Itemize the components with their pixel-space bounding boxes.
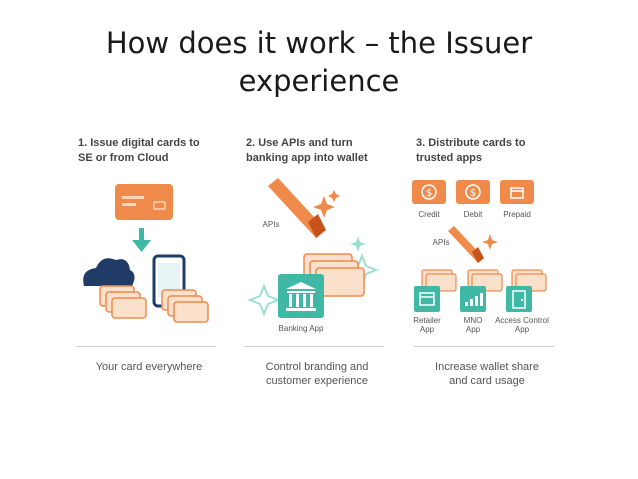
svg-text:$: $ — [426, 188, 432, 199]
card-stack-icon — [161, 289, 209, 323]
door-icon — [506, 286, 532, 312]
heading-line-1: 2. Use APIs and turn — [246, 137, 353, 149]
panel-caption: Control branding and customer experience — [238, 360, 396, 388]
card-type-label-debit: Debit — [463, 210, 483, 219]
distribute-illustration: $ $ — [412, 180, 547, 312]
panel-heading: 2. Use APIs and turn banking app into wa… — [246, 136, 396, 166]
panel-heading: 3. Distribute cards to trusted apps — [416, 136, 566, 166]
panel-divider — [244, 346, 384, 347]
credit-card-icon — [115, 184, 173, 220]
panel-issue-digital-cards: 1. Issue digital cards to SE or from Clo… — [70, 136, 228, 396]
panel-caption: Your card everywhere — [70, 360, 228, 374]
sparkle-icon — [482, 234, 498, 250]
caption-line-2: customer experience — [265, 375, 369, 387]
app-label-retailer: Retailer App — [406, 316, 448, 334]
arrow-down-icon — [132, 228, 151, 252]
sparkle-icon — [350, 236, 366, 252]
panel-distribute-cards: 3. Distribute cards to trusted apps $ $ — [408, 136, 566, 396]
card-stack-icon — [303, 253, 365, 297]
heading-line-1: 3. Distribute cards to — [416, 137, 526, 149]
panel-use-apis: 2. Use APIs and turn banking app into wa… — [238, 136, 396, 396]
slide-title-line-2: experience — [238, 64, 400, 98]
app-label-line-1: Retailer — [413, 316, 441, 325]
caption-line-1: Control branding and — [265, 361, 369, 373]
heading-line-2: trusted apps — [416, 152, 483, 164]
cloud-icon — [83, 258, 135, 286]
apis-label: APIs — [262, 220, 280, 229]
heading-line-2: banking app into wallet — [246, 152, 368, 164]
heading-line-1: 1. Issue digital cards to — [78, 137, 200, 149]
panel-caption: Increase wallet share and card usage — [408, 360, 566, 388]
bank-icon — [278, 274, 324, 318]
app-label-line-1: Access Control — [495, 316, 549, 325]
app-label-access-control: Access Control App — [492, 316, 552, 334]
card-type-label-credit: Credit — [418, 210, 440, 219]
sparkle-icon — [313, 190, 340, 218]
gift-card-icon — [500, 180, 534, 204]
caption-line-2: and card usage — [449, 375, 525, 387]
caption-line-1: Increase wallet share — [435, 361, 539, 373]
apis-label: APIs — [432, 238, 450, 247]
store-icon — [414, 286, 440, 312]
slide-title-line-1: How does it work – the Issuer — [105, 26, 533, 60]
dollar-card-icon: $ — [412, 180, 446, 204]
magic-wand-icon — [268, 178, 326, 238]
svg-text:$: $ — [470, 188, 476, 199]
panel-heading: 1. Issue digital cards to SE or from Clo… — [78, 136, 228, 166]
apis-illustration — [247, 178, 379, 318]
panel-divider — [76, 346, 216, 347]
app-label-line-2: App — [465, 325, 481, 334]
card-stack-icon — [99, 285, 147, 319]
heading-line-2: SE or from Cloud — [78, 152, 169, 164]
issue-illustration — [83, 184, 209, 323]
app-label-line-2: App — [419, 325, 435, 334]
card-type-label-prepaid: Prepaid — [503, 210, 531, 219]
app-label-line-2: App — [514, 325, 530, 334]
app-label-line-1: MNO — [463, 316, 483, 325]
signal-bars-icon — [460, 286, 486, 312]
app-label-mno: MNO App — [452, 316, 494, 334]
caption-line-1: Your card everywhere — [95, 361, 203, 373]
dollar-card-icon: $ — [456, 180, 490, 204]
panel-divider — [414, 346, 554, 347]
slide-title: How does it work – the Issuer experience — [0, 24, 638, 100]
magic-wand-icon — [448, 226, 484, 263]
banking-app-label: Banking App — [278, 324, 324, 333]
